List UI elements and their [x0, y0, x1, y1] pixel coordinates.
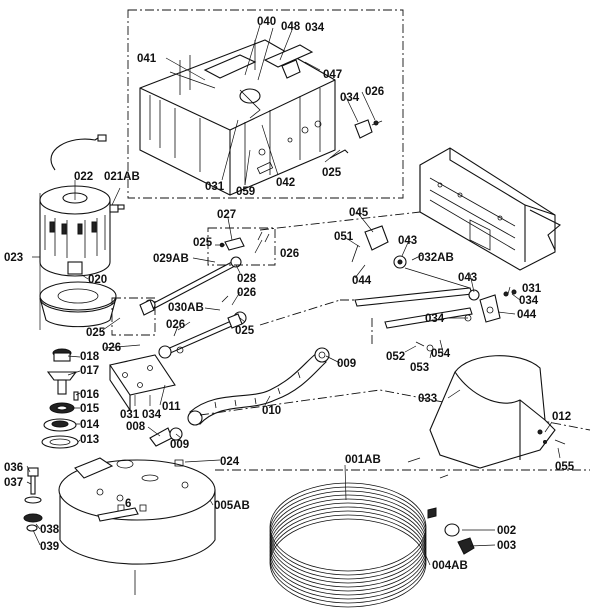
label-032AB: 032AB [418, 252, 454, 264]
label-052: 052 [386, 351, 405, 363]
bracket [109, 354, 176, 412]
label-044-right: 044 [517, 309, 537, 321]
label-021AB: 021AB [104, 171, 140, 183]
label-033: 033 [418, 393, 437, 405]
label-6: 6 [125, 498, 131, 510]
label-045: 045 [349, 207, 369, 219]
label-003: 003 [497, 540, 516, 552]
label-034-right: 034 [519, 295, 539, 307]
label-043-upper: 043 [398, 235, 417, 247]
label-053: 053 [410, 362, 429, 374]
linkage-rods [111, 227, 276, 359]
leader-lines [26, 24, 561, 566]
label-009-lower: 009 [170, 439, 189, 451]
flex-hose [149, 347, 330, 447]
top-cover [407, 355, 566, 479]
shaft-parts [41, 348, 79, 449]
label-034-upper-right: 034 [340, 92, 360, 104]
label-015: 015 [80, 403, 100, 415]
label-026-mid: 026 [237, 287, 256, 299]
cabinet-assembly [259, 147, 561, 271]
label-051: 051 [334, 231, 354, 243]
label-047: 047 [323, 69, 342, 81]
label-022: 022 [74, 171, 93, 183]
label-028: 028 [237, 273, 257, 285]
label-031-frame: 031 [205, 181, 225, 193]
label-037: 037 [4, 477, 23, 489]
blower-motor [32, 134, 125, 330]
label-018: 018 [80, 351, 100, 363]
label-040: 040 [257, 16, 276, 28]
base-pan [58, 299, 591, 595]
label-025-left: 025 [86, 327, 106, 339]
label-014: 014 [80, 419, 100, 431]
label-025-rod: 025 [235, 325, 255, 337]
label-041: 041 [137, 53, 157, 65]
label-026-top-right: 026 [365, 86, 384, 98]
label-017: 017 [80, 365, 99, 377]
label-023: 023 [4, 252, 23, 264]
label-005AB: 005AB [214, 500, 250, 512]
label-044-left: 044 [352, 275, 372, 287]
label-008: 008 [126, 421, 146, 433]
label-016: 016 [80, 389, 99, 401]
label-020: 020 [88, 274, 107, 286]
label-031-bracket: 031 [120, 409, 140, 421]
label-054: 054 [431, 348, 451, 360]
label-001AB: 001AB [345, 454, 381, 466]
label-042: 042 [276, 177, 295, 189]
control-frame-inset [127, 9, 404, 199]
label-048: 048 [281, 21, 301, 33]
label-024: 024 [220, 456, 240, 468]
label-025-upper: 025 [193, 237, 213, 249]
label-034-bracket: 034 [142, 409, 162, 421]
label-009-upper: 009 [337, 358, 356, 370]
fastener-stack [23, 467, 43, 532]
label-027: 027 [217, 209, 236, 221]
label-026-upper: 026 [280, 248, 299, 260]
label-004AB: 004AB [432, 560, 468, 572]
label-029AB: 029AB [153, 253, 189, 265]
label-031-right: 031 [522, 283, 542, 295]
label-010: 010 [262, 405, 281, 417]
label-011: 011 [162, 401, 181, 413]
label-038: 038 [40, 524, 60, 536]
cabinet-ring [269, 482, 475, 608]
label-012: 012 [552, 411, 571, 423]
label-055: 055 [555, 461, 575, 473]
label-026-left: 026 [102, 342, 121, 354]
label-039: 039 [40, 541, 59, 553]
label-034-link: 034 [425, 313, 445, 325]
label-026-rod: 026 [166, 319, 185, 331]
label-036: 036 [4, 462, 23, 474]
label-025-frame: 025 [322, 167, 342, 179]
damper-linkage [340, 225, 517, 352]
label-043-lower: 043 [458, 272, 477, 284]
label-034-top: 034 [305, 22, 325, 34]
label-013: 013 [80, 434, 99, 446]
label-059: 059 [236, 186, 255, 198]
label-002: 002 [497, 525, 516, 537]
part-number-labels: 041 040 048 034 047 034 026 031 059 042 … [4, 16, 575, 572]
label-030AB: 030AB [168, 302, 204, 314]
